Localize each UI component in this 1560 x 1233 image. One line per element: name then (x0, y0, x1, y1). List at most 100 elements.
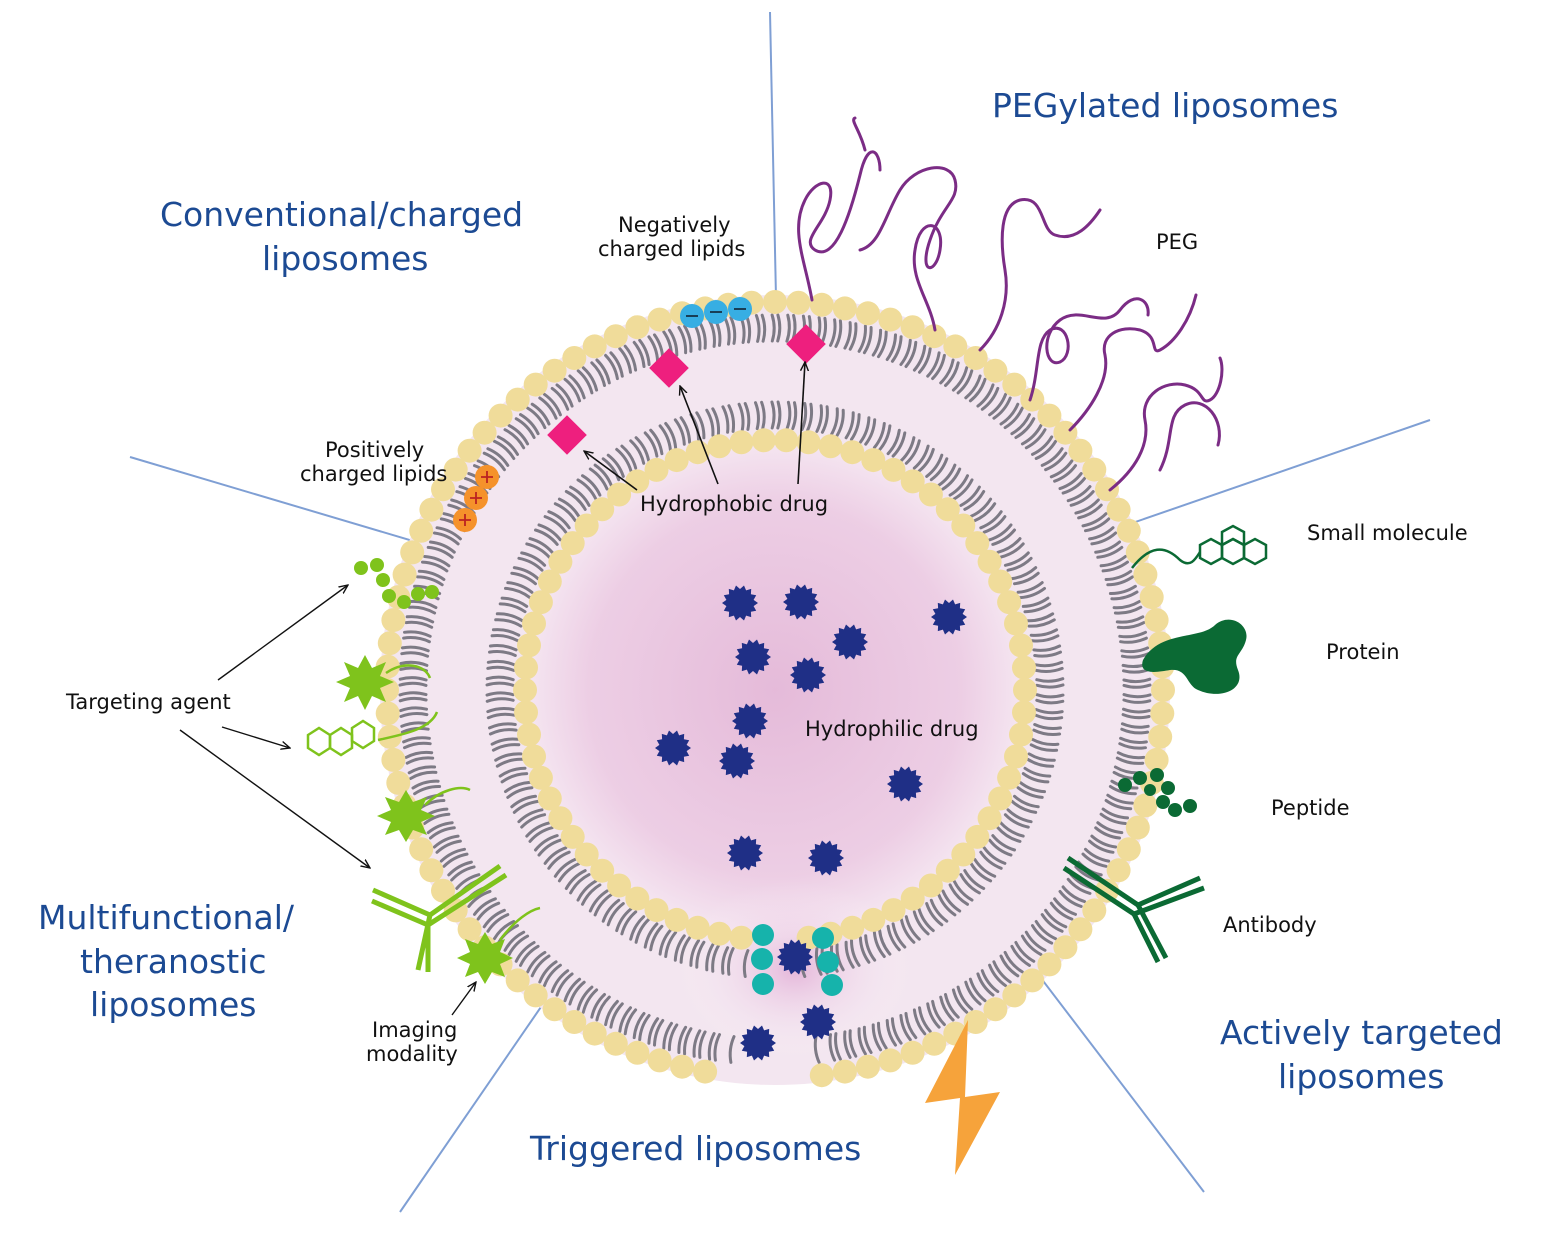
lipid-tail (1090, 531, 1118, 546)
lipid-tail (1014, 941, 1036, 963)
lipid-tail (844, 940, 855, 969)
lipid-tail (664, 422, 678, 450)
lipid-tail (403, 741, 432, 750)
lipid-tail (568, 980, 586, 1006)
lipid-tail (891, 431, 907, 458)
lipid-tail (1024, 930, 1047, 952)
lipid-tail (1119, 636, 1148, 644)
lipid-tail (1104, 569, 1133, 581)
lipid-tail (482, 451, 506, 472)
lipid-tail (517, 808, 544, 824)
lipid-head (988, 569, 1013, 594)
lipid-tail (728, 1035, 736, 1064)
peg-chain (1028, 297, 1150, 402)
lipid-tail (723, 316, 731, 346)
lipid-tail (806, 402, 814, 432)
lipid-tail (912, 910, 930, 936)
lipid-tail (1013, 571, 1040, 586)
lipid-tail (1101, 560, 1129, 573)
lipid-tail (542, 963, 562, 988)
left-small-molecule-ligand (306, 711, 439, 757)
lipid-tail (941, 467, 962, 491)
lipid-tail (999, 542, 1025, 559)
divider-right (1117, 419, 1431, 529)
lipid-head (381, 608, 406, 633)
lipid-tail (485, 691, 515, 697)
lipid-tail (1120, 722, 1150, 729)
lipid-head (943, 334, 968, 359)
lipid-tail (721, 946, 730, 975)
lipid-tail (800, 402, 808, 431)
lipid-tail (959, 485, 981, 507)
lipid-head (392, 562, 417, 587)
lipid-head (1020, 387, 1045, 412)
title-pegylated: PEGylated liposomes (992, 86, 1338, 125)
lipid-head (881, 457, 906, 482)
lipid-tail (653, 1019, 665, 1047)
lipid-tail (1081, 512, 1108, 528)
lipid-tail (514, 417, 536, 439)
lipid-head (431, 477, 455, 502)
small-molecule-ligand (1131, 524, 1268, 569)
lipid-tail (951, 366, 969, 392)
lipid-tail (969, 862, 993, 883)
imaging-star-icon (457, 906, 541, 984)
lipid-tail (776, 313, 782, 343)
lipid-tail (417, 569, 446, 581)
lipid-tail (435, 526, 462, 541)
lipid-tail (1058, 889, 1083, 908)
lipid-head (409, 518, 434, 543)
lipid-tail (815, 404, 824, 433)
lipid-tail (968, 977, 987, 1003)
lipid-tail (564, 490, 587, 511)
lipid-head (1082, 898, 1107, 923)
lipid-tail (673, 418, 686, 446)
lipid-head (574, 513, 599, 538)
title-actively-targeted: Actively targeted (1220, 1013, 1503, 1052)
peptide-chain-icon (1118, 768, 1197, 817)
lipid-tail (992, 396, 1012, 420)
lipid-tail (530, 954, 551, 978)
lipid-tail (904, 1012, 918, 1040)
antibody-icon (1062, 855, 1205, 964)
lipid-tail (405, 615, 435, 624)
lipid-tail (1122, 677, 1152, 684)
lipid-head (965, 531, 990, 556)
lipid-tail (1003, 551, 1030, 567)
lipid-tail (705, 943, 715, 972)
lipid-tail (830, 407, 839, 436)
lipid-tail (581, 366, 599, 392)
lipid-tail (407, 605, 437, 615)
lipid-tail (1120, 727, 1150, 735)
lipid-head (729, 925, 754, 950)
positive-charge-icon (453, 508, 477, 532)
lipid-tail (407, 765, 437, 775)
lipid-tail (885, 333, 897, 361)
lipid-tail (834, 1032, 842, 1061)
lipid-tail (689, 939, 700, 967)
lipid-head (977, 806, 1002, 831)
lipid-tail (568, 374, 586, 400)
lipid-head (517, 722, 541, 747)
imaging-star-icon (336, 655, 432, 710)
lipid-tail (973, 857, 997, 878)
peg-chain (797, 150, 882, 302)
lipid-tail (620, 444, 638, 470)
lipid-head (514, 700, 538, 725)
hydrophilic-drugs (655, 584, 967, 1061)
lipid-tail (891, 922, 907, 949)
lipid-tail (485, 675, 515, 682)
lipid-tail (679, 936, 692, 964)
lipid-head (443, 457, 468, 482)
positive-charge-icon (464, 486, 488, 510)
lipid-tail (538, 396, 558, 420)
lipid-tail (492, 920, 516, 941)
lipid-tail (620, 910, 638, 936)
lipid-tail (486, 913, 510, 933)
lipid-tail (491, 628, 521, 637)
lipid-tail (399, 706, 428, 713)
lipid-tail (711, 944, 720, 973)
lipid-tail (1035, 683, 1065, 689)
lipid-tail (1035, 698, 1065, 705)
lipid-head (751, 428, 776, 453)
